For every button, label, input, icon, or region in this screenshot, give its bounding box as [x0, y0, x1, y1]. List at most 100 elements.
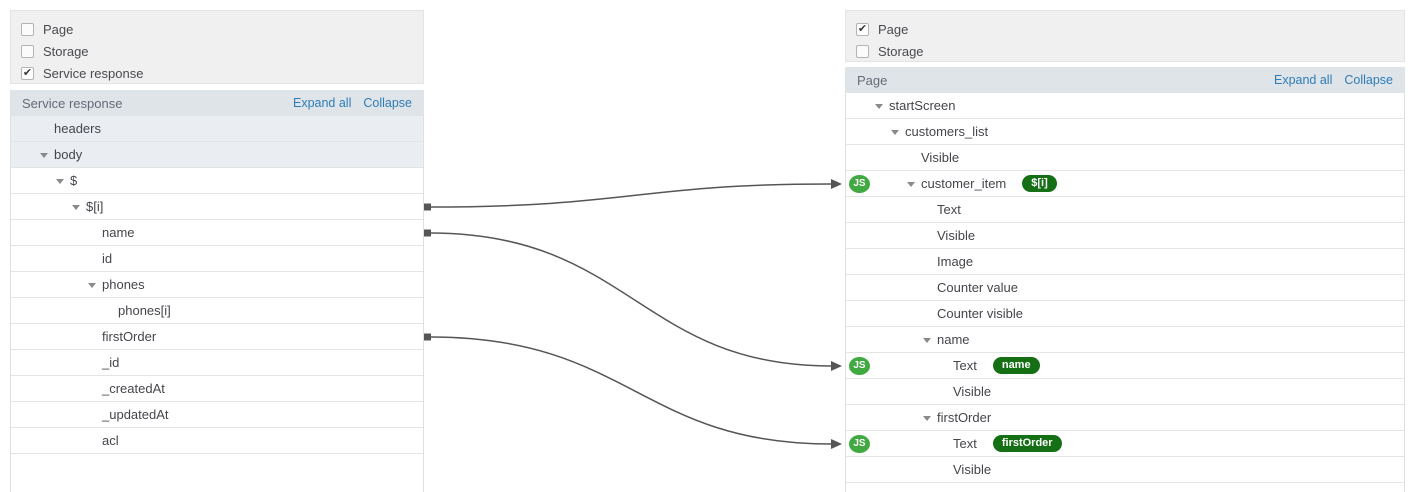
tree-node-label: _createdAt	[102, 381, 165, 396]
right-tree-row-firstorder[interactable]: firstOrder	[846, 405, 1404, 431]
tree-node-label: Visible	[937, 228, 976, 243]
chevron-down-icon[interactable]	[88, 283, 96, 288]
checked-checkbox-icon[interactable]: ✔	[21, 66, 34, 80]
left-tree-row-phones[interactable]: phones	[11, 272, 423, 298]
left-source-option-storage[interactable]: Storage	[11, 40, 423, 62]
right-tree-row-startscreen[interactable]: startScreen	[846, 93, 1404, 119]
left-tree-row-headers[interactable]: headers	[11, 116, 423, 142]
source-option-label: Page	[43, 21, 74, 37]
right-tree-row-customers-list[interactable]: customers_list	[846, 119, 1404, 145]
mapping-wire-name-to-text-name	[424, 229, 842, 371]
tree-node-label: $	[70, 173, 78, 188]
right-tree-row-visible[interactable]: Visible	[846, 223, 1404, 249]
right-source-option-storage[interactable]: Storage	[846, 40, 1404, 62]
chevron-down-icon[interactable]	[907, 182, 915, 187]
right-tree-row-counter-value[interactable]: Counter value	[846, 275, 1404, 301]
right-tree-row-name[interactable]: name	[846, 327, 1404, 353]
right-expand-all-link[interactable]: Expand all	[1273, 73, 1333, 87]
left-tree-row-phones-i[interactable]: phones[i]	[11, 298, 423, 324]
tree-node-label: customers_list	[905, 124, 989, 139]
tree-node-label: firstOrder	[102, 329, 157, 344]
right-panel-title: Page	[857, 72, 888, 88]
chevron-down-icon[interactable]	[923, 416, 931, 421]
left-tree-row-name[interactable]: name	[11, 220, 423, 246]
left-panel-title: Service response	[22, 95, 123, 111]
tree-node-label: name	[937, 332, 970, 347]
mapping-wire-firstorder-to-text-firstorder	[424, 333, 842, 449]
right-collapse-link[interactable]: Collapse	[1344, 73, 1393, 87]
tree-node-label: _id	[102, 355, 120, 370]
unchecked-checkbox-icon[interactable]	[21, 22, 34, 36]
tree-node-label: Visible	[953, 384, 992, 399]
right-panel-header: Page Expand all Collapse	[845, 67, 1405, 93]
unchecked-checkbox-icon[interactable]	[856, 44, 869, 58]
right-tree-row-visible[interactable]: Visible	[846, 457, 1404, 483]
right-tree-row-image[interactable]: Image	[846, 249, 1404, 275]
tree-node-label: acl	[102, 433, 119, 448]
chevron-down-icon[interactable]	[923, 338, 931, 343]
source-option-label: Storage	[878, 43, 924, 59]
source-option-label: Page	[878, 21, 909, 37]
left-tree-row-id[interactable]: id	[11, 246, 423, 272]
tree-node-label: Text	[937, 202, 961, 217]
left-collapse-link[interactable]: Collapse	[363, 96, 412, 110]
tree-node-label: phones[i]	[118, 303, 171, 318]
right-tree-row-text[interactable]: Text	[846, 197, 1404, 223]
tree-node-label: id	[102, 251, 113, 266]
js-mapping-badge[interactable]: JS	[849, 175, 870, 193]
right-tree-row-customer-item[interactable]: JS customer_item$[i]	[846, 171, 1404, 197]
left-tree-row-item[interactable]: $	[11, 168, 423, 194]
checked-checkbox-icon[interactable]: ✔	[856, 22, 869, 36]
wire-source-handle[interactable]	[424, 229, 431, 237]
chevron-down-icon[interactable]	[56, 179, 64, 184]
js-mapping-badge[interactable]: JS	[849, 357, 870, 375]
js-mapping-badge[interactable]: JS	[849, 435, 870, 453]
service-response-tree: headers body $ $[i] name id phones phones[i] fir…	[10, 116, 424, 492]
left-tree-row-updatedat[interactable]: _updatedAt	[11, 402, 423, 428]
tree-node-label: body	[54, 147, 83, 162]
left-source-option-page[interactable]: Page	[11, 18, 423, 40]
left-tree-row-acl[interactable]: acl	[11, 428, 423, 454]
right-tree-row-visible[interactable]: Visible	[846, 379, 1404, 405]
tree-node-label: customer_item$[i]	[921, 171, 1057, 196]
mapped-source-pill[interactable]: firstOrder	[992, 435, 1062, 453]
wire-source-handle[interactable]	[424, 203, 431, 211]
tree-node-label: startScreen	[889, 98, 956, 113]
left-tree-row-id[interactable]: _id	[11, 350, 423, 376]
tree-node-label: _updatedAt	[102, 407, 169, 422]
wire-source-handle[interactable]	[424, 333, 431, 341]
tree-node-label: Visible	[953, 462, 992, 477]
tree-node-label: Visible	[921, 150, 960, 165]
chevron-down-icon[interactable]	[875, 104, 883, 109]
left-source-option-service-response[interactable]: ✔Service response	[11, 62, 423, 84]
left-tree-row-firstorder[interactable]: firstOrder	[11, 324, 423, 350]
unchecked-checkbox-icon[interactable]	[21, 44, 34, 58]
tree-node-label: Counter visible	[937, 306, 1023, 321]
chevron-down-icon[interactable]	[72, 205, 80, 210]
left-panel-header: Service response Expand all Collapse	[10, 90, 424, 116]
right-source-option-page[interactable]: ✔ Page	[846, 18, 1404, 40]
left-expand-all-link[interactable]: Expand all	[292, 96, 352, 110]
tree-node-label: firstOrder	[937, 410, 992, 425]
mapped-source-pill[interactable]: $[i]	[1022, 175, 1057, 193]
tree-node-label: headers	[54, 121, 101, 136]
tree-node-label: Counter value	[937, 280, 1018, 295]
right-tree-row-counter-visible[interactable]: Counter visible	[846, 301, 1404, 327]
wire-arrowhead-icon	[831, 361, 842, 371]
wire-arrowhead-icon	[831, 179, 842, 189]
tree-node-label: $[i]	[86, 199, 104, 214]
left-tree-row-body[interactable]: body	[11, 142, 423, 168]
chevron-down-icon[interactable]	[891, 130, 899, 135]
right-tree-row-visible[interactable]: Visible	[846, 145, 1404, 171]
chevron-down-icon[interactable]	[40, 153, 48, 158]
left-tree-row-createdat[interactable]: _createdAt	[11, 376, 423, 402]
left-tree-row-i[interactable]: $[i]	[11, 194, 423, 220]
mapped-source-pill[interactable]: name	[992, 357, 1040, 375]
